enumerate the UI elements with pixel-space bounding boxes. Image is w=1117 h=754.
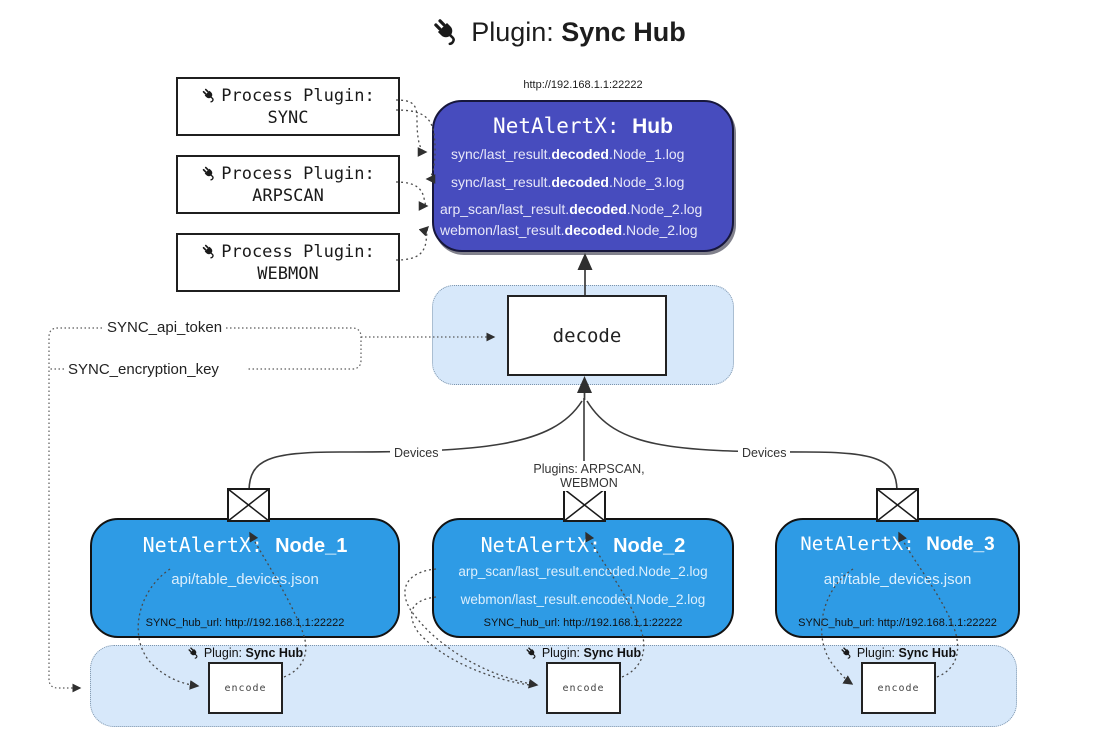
hub-title: NetAlertX: Hub: [493, 114, 673, 138]
edge-sync-to-hub-2: [395, 109, 436, 184]
node-line: webmon/last_result.encoded.Node_2.log: [460, 592, 706, 607]
plug-icon: [201, 87, 218, 104]
process-plugin-label: Process Plugin:: [221, 85, 375, 106]
plug-icon: [201, 165, 218, 182]
envelope-icon-node1: [227, 488, 270, 522]
node-title: NetAlertX: Node_3: [800, 533, 995, 555]
process-plugin-name: ARPSCAN: [252, 185, 324, 206]
setting-api-token: SYNC_api_token: [105, 319, 225, 336]
diagram-title: Plugin: Sync Hub: [0, 16, 1117, 48]
edge-tokens-join: [226, 327, 362, 370]
plug-icon: [525, 646, 539, 660]
plug-icon: [187, 646, 201, 660]
node-title: NetAlertX: Node_1: [142, 533, 348, 557]
node-3-box: NetAlertX: Node_3 api/table_devices.json…: [775, 518, 1020, 638]
arrowhead-into-hub: [577, 253, 593, 270]
process-plugin-sync: Process Plugin: SYNC: [176, 77, 400, 136]
node-hub-url: SYNC_hub_url: http://192.168.1.1:22222: [145, 617, 345, 629]
node-line: arp_scan/last_result.encoded.Node_2.log: [458, 564, 708, 579]
node-hub-url: SYNC_hub_url: http://192.168.1.1:22222: [483, 617, 683, 629]
plug-icon: [201, 243, 218, 260]
plug-icon: [431, 16, 463, 48]
process-plugin-name: SYNC: [267, 107, 309, 128]
encode-box: encode: [546, 662, 621, 714]
node-line: api/table_devices.json: [171, 571, 319, 588]
node-title: NetAlertX: Node_2: [480, 533, 686, 557]
process-plugin-arpscan: Process Plugin: ARPSCAN: [176, 155, 400, 214]
encode-box: encode: [208, 662, 283, 714]
encode-plugin-label: Plugin: Sync Hub: [813, 646, 983, 660]
process-plugin-label: Process Plugin:: [221, 163, 375, 184]
hub-log-line: arp_scan/last_result.decoded.Node_2.log: [440, 201, 703, 217]
hub-log-line: sync/last_result.decoded.Node_1.log: [451, 146, 685, 162]
edge-arpscan-to-hub: [395, 181, 429, 211]
hub-log-line: sync/last_result.decoded.Node_3.log: [451, 174, 685, 190]
encode-box: encode: [861, 662, 936, 714]
edge-label-devices-right: Devices: [738, 445, 791, 461]
edge-sync-to-hub-1: [395, 99, 428, 157]
node-2-box: NetAlertX: Node_2 arp_scan/last_result.e…: [432, 518, 734, 638]
process-plugin-webmon: Process Plugin: WEBMON: [176, 233, 400, 292]
encode-plugin-label: Plugin: Sync Hub: [498, 646, 668, 660]
node-1-box: NetAlertX: Node_1 api/table_devices.json…: [90, 518, 400, 638]
process-plugin-label: Process Plugin:: [221, 241, 375, 262]
process-plugin-name: WEBMON: [257, 263, 319, 284]
hub-log-line: webmon/last_result.decoded.Node_2.log: [440, 222, 698, 238]
plug-icon: [840, 646, 854, 660]
edge-label-plugins: Plugins: ARPSCAN, WEBMON: [500, 461, 678, 491]
edge-label-devices-left: Devices: [390, 445, 443, 461]
node-line: api/table_devices.json: [823, 571, 972, 588]
decode-box: decode: [507, 295, 667, 376]
edge-webmon-to-hub: [395, 225, 430, 261]
envelope-icon-node3: [876, 488, 919, 522]
edge-tokens-left-down: [48, 327, 102, 693]
envelope-icon-node2: [563, 488, 606, 522]
hub-box: NetAlertX: Hub sync/last_result.decoded.…: [432, 100, 734, 252]
diagram-title-text: Plugin: Sync Hub: [471, 16, 686, 47]
node-hub-url: SYNC_hub_url: http://192.168.1.1:22222: [798, 617, 997, 629]
hub-url: http://192.168.1.1:22222: [523, 79, 643, 91]
setting-encryption-key: SYNC_encryption_key: [66, 361, 221, 378]
encode-plugin-label: Plugin: Sync Hub: [160, 646, 330, 660]
